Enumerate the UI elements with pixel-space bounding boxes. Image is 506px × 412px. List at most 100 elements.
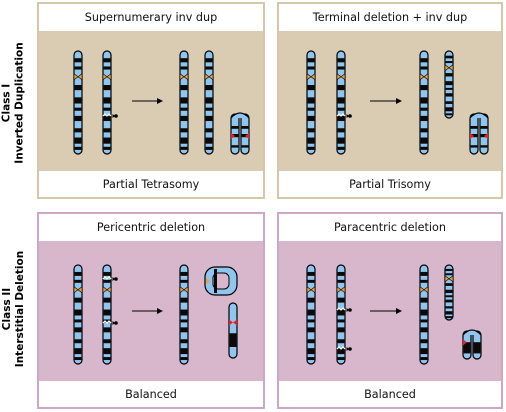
band xyxy=(420,309,428,316)
band xyxy=(74,146,82,150)
arrow-head xyxy=(157,308,163,314)
band xyxy=(337,279,345,283)
band xyxy=(103,357,111,361)
band xyxy=(74,66,82,70)
band xyxy=(103,319,111,323)
band xyxy=(74,357,82,361)
panel-result: Partial Trisomy xyxy=(279,171,501,197)
band xyxy=(180,137,188,144)
band xyxy=(307,84,315,91)
band xyxy=(307,97,315,104)
class-i-title: Class I xyxy=(1,83,13,123)
breakpoint-dot xyxy=(114,277,118,281)
band xyxy=(74,107,82,111)
band xyxy=(420,279,428,283)
band xyxy=(180,107,188,111)
arrow-head xyxy=(396,98,402,104)
band xyxy=(180,279,188,283)
breakpoint-marker xyxy=(346,114,349,118)
band xyxy=(103,128,111,133)
band xyxy=(180,297,188,303)
band xyxy=(180,339,188,344)
band xyxy=(420,327,428,333)
band xyxy=(307,297,315,303)
band xyxy=(445,107,453,112)
band xyxy=(205,115,213,122)
band xyxy=(74,327,82,333)
band xyxy=(103,339,111,344)
band xyxy=(337,66,345,70)
centromere xyxy=(206,278,210,284)
band xyxy=(420,271,428,276)
breakpoint xyxy=(102,113,112,117)
inv-dup-chromosome xyxy=(230,112,250,155)
band xyxy=(445,93,453,97)
band xyxy=(445,55,453,59)
breakpoint-dot xyxy=(114,321,118,325)
arrow xyxy=(132,308,163,314)
breakpoint-dot xyxy=(348,114,352,118)
band xyxy=(231,126,239,129)
breakpoint xyxy=(336,113,346,117)
class-ii-title: Class II xyxy=(1,287,13,331)
band xyxy=(307,279,315,283)
band xyxy=(103,137,111,144)
band xyxy=(307,115,315,122)
normal-chromosome xyxy=(73,50,83,155)
band xyxy=(473,342,481,354)
normal-chromosome-homolog xyxy=(102,50,118,155)
arrow xyxy=(370,98,402,104)
band xyxy=(480,126,488,129)
band xyxy=(420,137,428,144)
band xyxy=(205,97,213,104)
band xyxy=(74,348,82,355)
band xyxy=(420,107,428,111)
band xyxy=(445,273,453,276)
centromere xyxy=(306,73,316,81)
result-chromosome xyxy=(419,50,429,155)
band xyxy=(180,58,188,63)
band xyxy=(180,348,188,355)
band xyxy=(307,271,315,276)
band xyxy=(337,297,345,303)
panel-title: Supernumerary inv dup xyxy=(39,4,263,31)
centromere xyxy=(102,73,112,81)
centromere xyxy=(444,64,454,72)
breakpoint xyxy=(102,276,112,280)
breakpoint-marker xyxy=(346,308,349,312)
band xyxy=(337,319,345,323)
band xyxy=(74,115,82,122)
panel-diagram xyxy=(306,264,482,365)
band xyxy=(241,126,249,129)
deleted-fragment-chromosome xyxy=(228,302,238,359)
band xyxy=(420,146,428,150)
band xyxy=(307,327,315,333)
normal-chromosome xyxy=(73,264,83,365)
panel-supernumerary-inv-dup: Supernumerary inv dup Partial Tetrasomy xyxy=(37,2,265,199)
band xyxy=(307,319,315,323)
band xyxy=(445,113,453,116)
band xyxy=(241,134,249,138)
band xyxy=(241,145,249,148)
centromere xyxy=(306,286,316,294)
panel-title: Terminal deletion + inv dup xyxy=(279,4,501,31)
band xyxy=(205,137,213,144)
band xyxy=(74,271,82,276)
band xyxy=(445,299,453,303)
band xyxy=(231,134,239,138)
band xyxy=(103,66,111,70)
centromere xyxy=(336,286,346,294)
band xyxy=(180,128,188,133)
band xyxy=(307,339,315,344)
breakpoint-marker xyxy=(346,347,349,351)
band xyxy=(307,58,315,63)
band xyxy=(205,128,213,133)
band xyxy=(337,327,345,333)
class-i-subtitle: Inverted Duplication xyxy=(14,42,26,164)
band xyxy=(103,348,111,355)
band xyxy=(445,73,453,77)
band xyxy=(480,145,488,148)
result-chromosome xyxy=(419,264,429,365)
acentric-ring-chromosome xyxy=(462,329,482,360)
band xyxy=(337,339,345,344)
